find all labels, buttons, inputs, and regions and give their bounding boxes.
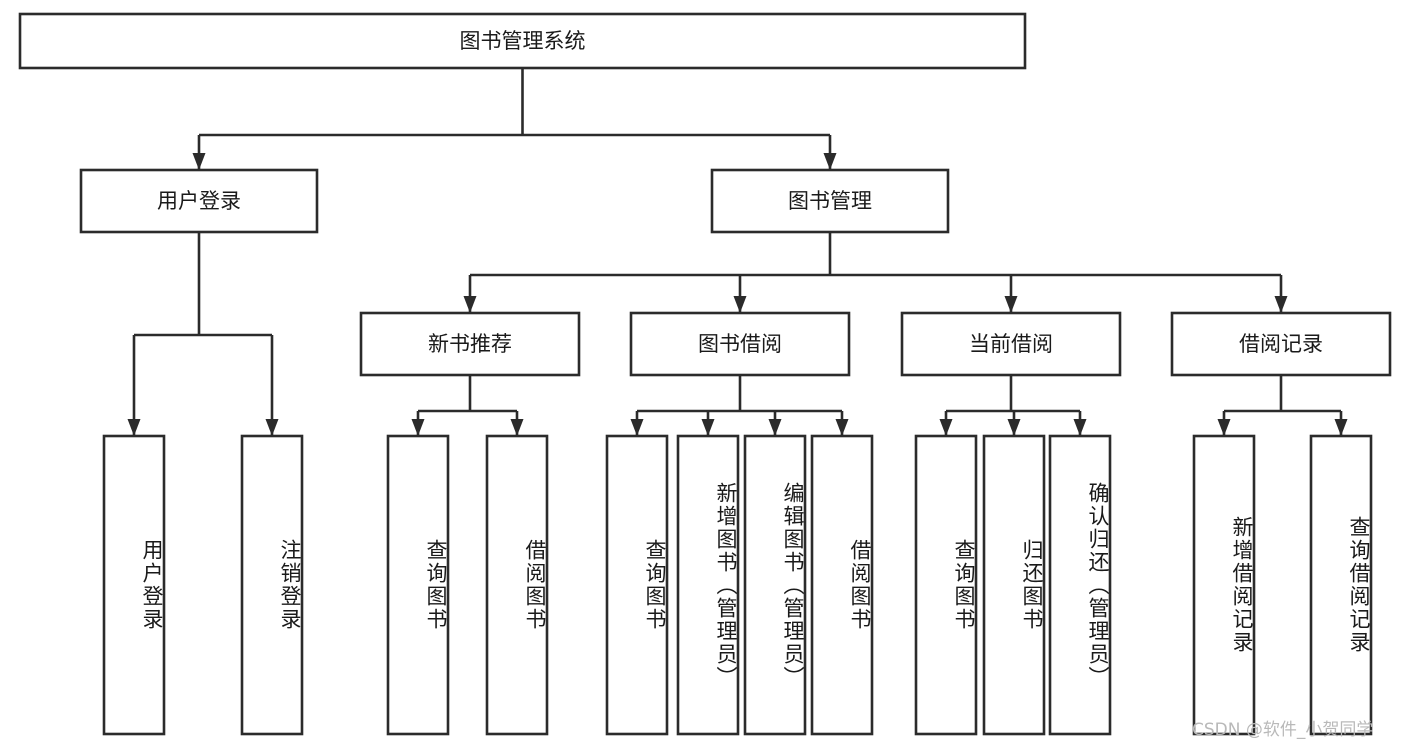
arrowhead-book-borrow-to-leaf-edit-book <box>768 419 782 436</box>
arrowhead-book-manage-to-new-book-recommend <box>463 296 477 313</box>
node-leaf-user-login[interactable] <box>102 434 166 736</box>
arrowhead-book-manage-to-current-borrow <box>1004 296 1018 313</box>
node-user-login-label: 用户登录 <box>157 189 241 213</box>
node-new-book-recommend-label: 新书推荐 <box>428 332 512 356</box>
node-box-layer <box>18 12 1392 736</box>
node-book-borrow[interactable] <box>629 311 851 377</box>
node-borrow-record-label: 借阅记录 <box>1239 332 1323 356</box>
node-root-label: 图书管理系统 <box>460 29 586 53</box>
node-root[interactable] <box>18 12 1027 70</box>
arrowhead-root-to-user-login <box>192 153 206 170</box>
node-book-manage[interactable] <box>710 168 950 234</box>
node-current-borrow-label: 当前借阅 <box>969 332 1053 356</box>
node-leaf-edit-book[interactable] <box>743 434 807 736</box>
arrowhead-user-login-to-leaf-logout <box>265 419 279 436</box>
node-leaf-borrow-book-1[interactable] <box>485 434 549 736</box>
node-leaf-query-record[interactable] <box>1309 434 1373 736</box>
arrowhead-current-borrow-to-leaf-return-book <box>1007 419 1021 436</box>
arrowhead-new-book-recommend-to-leaf-query-book-1 <box>411 419 425 436</box>
node-borrow-record[interactable] <box>1170 311 1392 377</box>
node-new-book-recommend[interactable] <box>359 311 581 377</box>
arrowhead-root-to-book-manage <box>823 153 837 170</box>
node-leaf-confirm-return[interactable] <box>1048 434 1112 736</box>
node-current-borrow[interactable] <box>900 311 1122 377</box>
node-user-login[interactable] <box>79 168 319 234</box>
node-leaf-add-record[interactable] <box>1192 434 1256 736</box>
node-leaf-query-book-3[interactable] <box>914 434 978 736</box>
arrowhead-book-borrow-to-leaf-borrow-book-2 <box>835 419 849 436</box>
node-leaf-borrow-book-2[interactable] <box>810 434 874 736</box>
connector-layer <box>127 68 1348 436</box>
arrowhead-book-borrow-to-leaf-add-book <box>701 419 715 436</box>
arrowhead-user-login-to-leaf-user-login <box>127 419 141 436</box>
node-leaf-add-book[interactable] <box>676 434 740 736</box>
node-book-manage-label: 图书管理 <box>788 189 872 213</box>
arrowhead-new-book-recommend-to-leaf-borrow-book-1 <box>510 419 524 436</box>
node-leaf-logout[interactable] <box>240 434 304 736</box>
arrowhead-borrow-record-to-leaf-query-record <box>1334 419 1348 436</box>
arrowhead-book-borrow-to-leaf-query-book-2 <box>630 419 644 436</box>
arrowhead-borrow-record-to-leaf-add-record <box>1217 419 1231 436</box>
node-book-borrow-label: 图书借阅 <box>698 332 782 356</box>
node-leaf-return-book[interactable] <box>982 434 1046 736</box>
arrowhead-current-borrow-to-leaf-confirm-return <box>1073 419 1087 436</box>
node-leaf-query-book-1[interactable] <box>386 434 450 736</box>
arrowhead-book-manage-to-book-borrow <box>733 296 747 313</box>
watermark-text: CSDN @软件_小贺同学 <box>1192 720 1374 740</box>
arrowhead-current-borrow-to-leaf-query-book-3 <box>939 419 953 436</box>
arrowhead-book-manage-to-borrow-record <box>1274 296 1288 313</box>
node-leaf-query-book-2[interactable] <box>605 434 669 736</box>
